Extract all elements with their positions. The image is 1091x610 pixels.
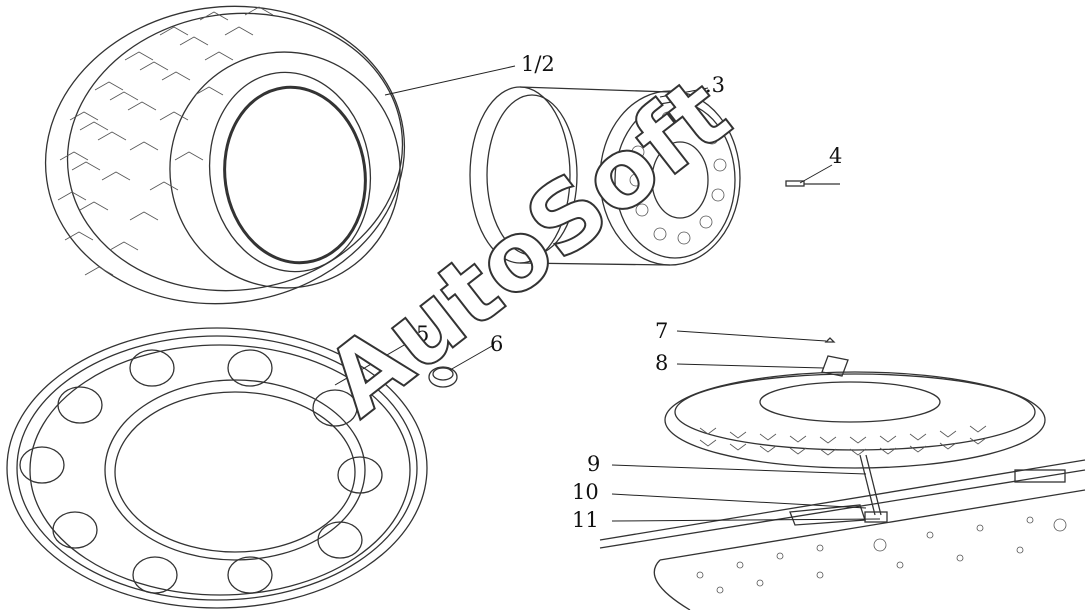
valve-drawing — [785, 180, 840, 187]
spare-wheel-drawing — [599, 337, 1086, 610]
callout-9: 9 — [587, 452, 600, 476]
callout-8: 8 — [655, 351, 668, 375]
callout-1-2: 1/2 — [521, 52, 555, 76]
callout-5: 5 — [416, 322, 429, 346]
tire-drawing — [44, 5, 406, 305]
leader-lines — [334, 65, 881, 522]
callout-7: 7 — [655, 319, 668, 343]
callout-11: 11 — [572, 508, 599, 532]
callout-4: 4 — [829, 144, 842, 168]
nut-drawing — [428, 366, 458, 388]
callout-10: 10 — [572, 480, 599, 504]
callout-6: 6 — [490, 332, 503, 356]
callout-3: .3 — [705, 73, 725, 97]
wheel-cover-drawing — [6, 327, 428, 609]
rim-drawing — [469, 86, 741, 266]
